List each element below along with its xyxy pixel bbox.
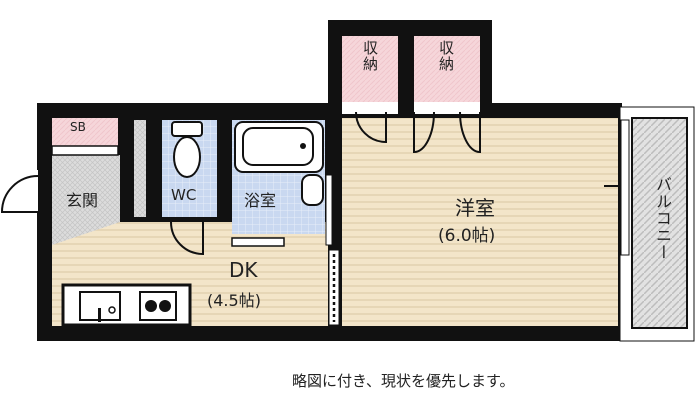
dk-size-label: (4.5帖) — [207, 291, 261, 310]
entrance-floor — [52, 155, 120, 245]
disclaimer-note: 略図に付き、現状を優先します。 — [292, 372, 515, 390]
wc-label: WC — [171, 186, 197, 204]
balcony — [619, 106, 695, 342]
sb-label: SB — [70, 120, 86, 134]
balcony-label: バルコニー — [653, 176, 672, 261]
western-room-size-label: (6.0帖) — [438, 226, 496, 246]
pipe-space — [134, 120, 146, 217]
closet2-label: 収納 — [437, 40, 455, 72]
toilet-icon — [171, 121, 203, 178]
closet2-floor — [414, 36, 480, 102]
sb-storage — [52, 118, 118, 146]
sink-icon — [301, 174, 324, 206]
entrance-label: 玄関 — [66, 191, 99, 210]
bath-label: 浴室 — [244, 191, 277, 210]
closet1-floor — [342, 36, 398, 102]
kitchen-counter — [61, 283, 192, 327]
doors — [0, 111, 640, 256]
dk-label: DK — [229, 258, 258, 282]
closet1-label: 収納 — [361, 40, 379, 72]
western-room-label: 洋室 — [455, 196, 495, 220]
